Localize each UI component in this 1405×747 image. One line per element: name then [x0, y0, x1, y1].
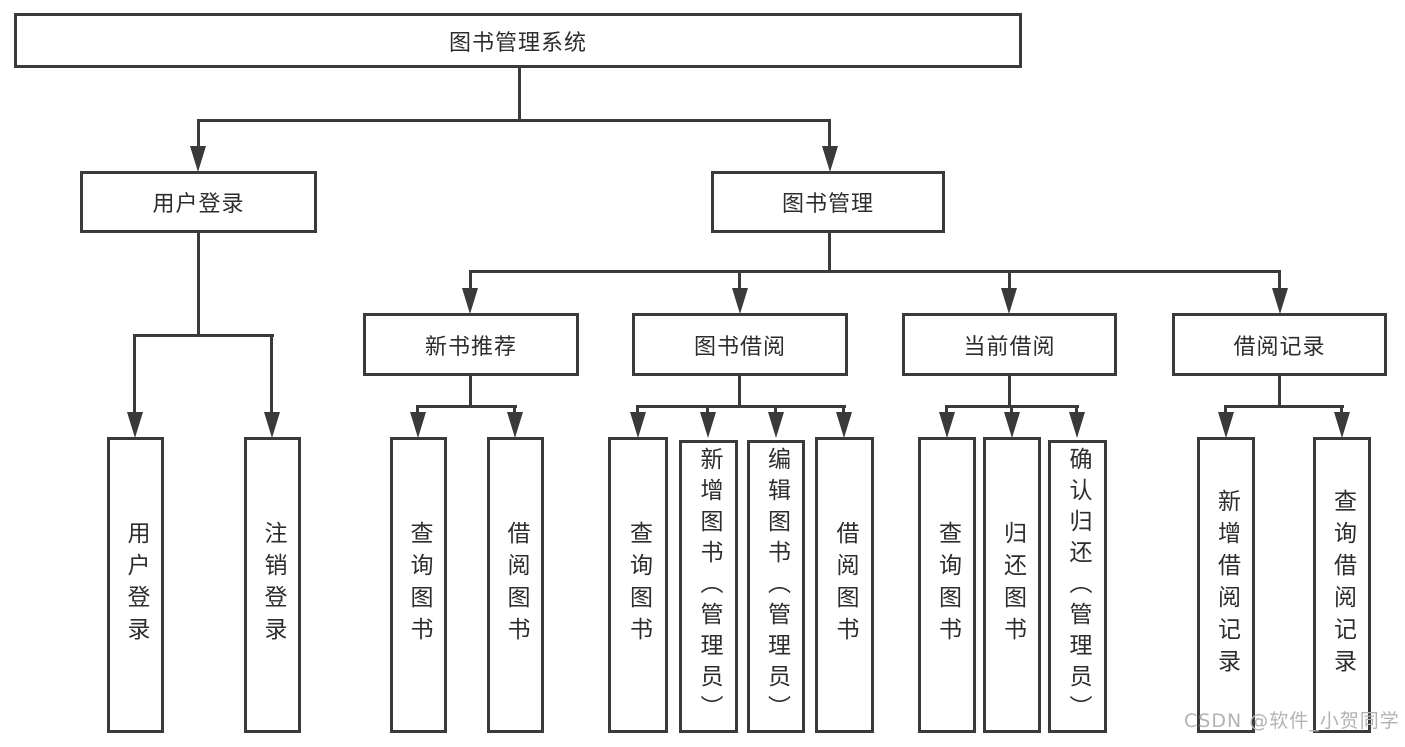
- connector-line: [1224, 405, 1227, 415]
- node-label: 当前借阅: [963, 334, 1056, 360]
- connector-line: [518, 68, 521, 121]
- node-cb-confirm-return: 确认归还（管理员）: [1048, 440, 1107, 733]
- node-label: 用户登录: [152, 192, 245, 217]
- node-label: 图书管理: [781, 192, 874, 217]
- connector-line: [636, 405, 846, 408]
- arrowhead-down-icon: [127, 412, 143, 438]
- arrowhead-down-icon: [700, 412, 716, 438]
- node-root: 图书管理系统: [14, 13, 1022, 68]
- node-bb-add-book: 新增图书（管理员）: [679, 440, 738, 733]
- node-label: 用户登录: [123, 521, 149, 649]
- node-new-book-rec: 新书推荐: [363, 313, 579, 376]
- arrowhead-down-icon: [190, 146, 206, 172]
- connector-line: [469, 270, 472, 290]
- connector-line: [842, 405, 845, 415]
- arrowhead-down-icon: [264, 412, 280, 438]
- connector-line: [1075, 405, 1078, 415]
- connector-line: [469, 375, 472, 407]
- arrowhead-down-icon: [507, 412, 523, 438]
- connector-line: [270, 334, 273, 414]
- node-user-login: 用户登录: [80, 171, 317, 233]
- node-br-add-record: 新增借阅记录: [1197, 437, 1255, 733]
- node-label: 归还图书: [999, 521, 1026, 649]
- node-label: 注销登录: [260, 521, 286, 649]
- arrowhead-down-icon: [630, 412, 646, 438]
- arrowhead-down-icon: [1272, 288, 1288, 314]
- watermark: CSDN @软件_小贺同学: [1184, 710, 1400, 732]
- node-bb-edit-book: 编辑图书（管理员）: [747, 440, 805, 733]
- node-label: 查询图书: [406, 521, 432, 649]
- node-login-op: 用户登录: [107, 437, 164, 733]
- node-label: 新增借阅记录: [1213, 489, 1240, 681]
- connector-line: [1340, 405, 1343, 415]
- node-br-query-record: 查询借阅记录: [1313, 437, 1371, 733]
- node-book-mgmt: 图书管理: [711, 171, 945, 233]
- node-label: 图书借阅: [693, 334, 786, 360]
- arrowhead-down-icon: [1069, 412, 1085, 438]
- node-label: 借阅记录: [1233, 334, 1326, 360]
- arrowhead-down-icon: [939, 412, 955, 438]
- node-cb-return-book: 归还图书: [983, 437, 1041, 733]
- node-label: 查询图书: [934, 521, 961, 649]
- node-book-borrow: 图书借阅: [632, 313, 848, 376]
- node-logout-op: 注销登录: [244, 437, 301, 733]
- node-borrow-record: 借阅记录: [1172, 313, 1387, 376]
- node-rec-borrow-book: 借阅图书: [487, 437, 544, 733]
- connector-line: [738, 270, 741, 290]
- connector-line: [416, 405, 419, 415]
- node-rec-query-book: 查询图书: [390, 437, 447, 733]
- connector-line: [469, 270, 1281, 273]
- connector-line: [1008, 375, 1011, 407]
- arrowhead-down-icon: [822, 146, 838, 172]
- arrowhead-down-icon: [1004, 412, 1020, 438]
- connector-line: [738, 375, 741, 407]
- connector-line: [1008, 270, 1011, 290]
- connector-line: [197, 231, 200, 336]
- connector-line: [774, 405, 777, 415]
- node-current-borrow: 当前借阅: [902, 313, 1117, 376]
- arrowhead-down-icon: [836, 412, 852, 438]
- node-label: 借阅图书: [503, 521, 529, 649]
- node-label: 编辑图书（管理员）: [763, 447, 790, 726]
- node-label: 确认归还（管理员）: [1065, 447, 1091, 726]
- arrowhead-down-icon: [1218, 412, 1234, 438]
- connector-line: [133, 334, 136, 414]
- node-label: 新书推荐: [424, 334, 517, 360]
- connector-line: [1278, 270, 1281, 290]
- node-label: 查询图书: [625, 521, 652, 649]
- node-label: 借阅图书: [832, 521, 858, 649]
- connector-line: [416, 405, 517, 408]
- arrowhead-down-icon: [1334, 412, 1350, 438]
- connector-line: [513, 405, 516, 415]
- node-bb-query-book: 查询图书: [608, 437, 668, 733]
- arrowhead-down-icon: [462, 288, 478, 314]
- connector-line: [636, 405, 639, 415]
- connector-line: [1224, 405, 1344, 408]
- connector-line: [945, 405, 948, 415]
- arrowhead-down-icon: [732, 288, 748, 314]
- connector-line: [828, 231, 831, 273]
- arrowhead-down-icon: [1001, 288, 1017, 314]
- arrowhead-down-icon: [768, 412, 784, 438]
- connector-line: [197, 119, 200, 149]
- node-label: 图书管理系统: [448, 30, 587, 56]
- connector-line: [828, 119, 831, 149]
- connector-line: [197, 119, 831, 122]
- node-bb-borrow-book: 借阅图书: [815, 437, 874, 733]
- connector-line: [133, 334, 274, 337]
- connector-line: [1010, 405, 1013, 415]
- arrowhead-down-icon: [410, 412, 426, 438]
- connector-line: [706, 405, 709, 415]
- node-label: 新增图书（管理员）: [696, 447, 722, 726]
- node-cb-query-book: 查询图书: [918, 437, 976, 733]
- connector-line: [1278, 375, 1281, 407]
- node-label: 查询借阅记录: [1329, 489, 1356, 681]
